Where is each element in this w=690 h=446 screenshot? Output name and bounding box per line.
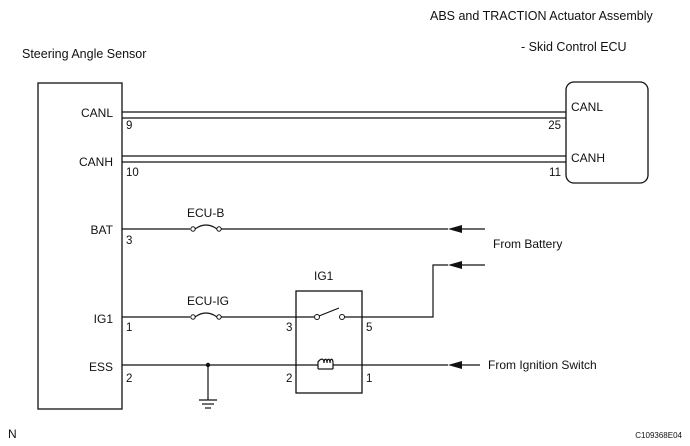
ecu-pin-canh: 11 <box>549 167 561 179</box>
battery-arrow-icon <box>448 225 462 233</box>
ecu-assembly-subtitle: - Skid Control ECU <box>521 40 627 54</box>
sensor-pin-ig1: 1 <box>126 322 132 334</box>
fuse-label-ecu-ig: ECU-IG <box>187 294 229 308</box>
relay-pin-1: 1 <box>366 373 372 385</box>
figure-code: C109368E04 <box>635 431 682 440</box>
fuse-ecu-ig-terminal-right <box>216 314 222 320</box>
sensor-title: Steering Angle Sensor <box>22 47 146 61</box>
relay-switch-contact-right <box>339 314 345 320</box>
sensor-pin-canh: 10 <box>126 167 139 179</box>
relay-coil-icon <box>317 358 334 369</box>
from-ignition-switch-label: From Ignition Switch <box>488 358 597 372</box>
skid-control-ecu-box <box>565 81 649 184</box>
relay-output-wire <box>362 264 448 318</box>
sensor-pin-bat: 3 <box>126 235 132 247</box>
relay-pin-5: 5 <box>366 322 372 334</box>
corner-n-label: N <box>8 427 17 441</box>
sensor-terminal-ig1: IG1 <box>94 312 114 326</box>
fuse-ecu-b-terminal-left <box>190 226 196 232</box>
battery-feed-arrow-icon <box>448 261 462 269</box>
ecu-pin-canl: 25 <box>548 120 561 132</box>
fuse-label-ecu-b: ECU-B <box>187 206 224 220</box>
sensor-terminal-canl: CANL <box>81 106 113 120</box>
relay-switch-contact-left <box>314 314 320 320</box>
relay-label: IG1 <box>314 269 334 283</box>
sensor-pin-canl: 9 <box>126 120 132 132</box>
fuse-ecu-ig-icon <box>194 312 218 318</box>
steering-angle-sensor-box <box>37 82 123 410</box>
relay-switch-blade-icon <box>318 307 340 317</box>
ecu-assembly-title: ABS and TRACTION Actuator Assembly <box>430 9 654 23</box>
sensor-terminal-canh: CANH <box>79 155 113 169</box>
fuse-ecu-b-icon <box>194 224 218 230</box>
relay-pin-3: 3 <box>286 322 292 334</box>
sensor-pin-ess: 2 <box>126 373 132 385</box>
sensor-terminal-ess: ESS <box>89 360 113 374</box>
ecu-terminal-canh: CANH <box>571 151 605 165</box>
ig1-relay-box <box>295 290 363 394</box>
sensor-terminal-bat: BAT <box>91 223 114 237</box>
relay-pin-2: 2 <box>286 373 292 385</box>
fuse-ecu-b-terminal-right <box>216 226 222 232</box>
fuse-ecu-ig-terminal-left <box>190 314 196 320</box>
from-battery-label: From Battery <box>493 237 562 251</box>
ignition-arrow-icon <box>448 361 462 369</box>
ecu-terminal-canl: CANL <box>571 100 603 114</box>
